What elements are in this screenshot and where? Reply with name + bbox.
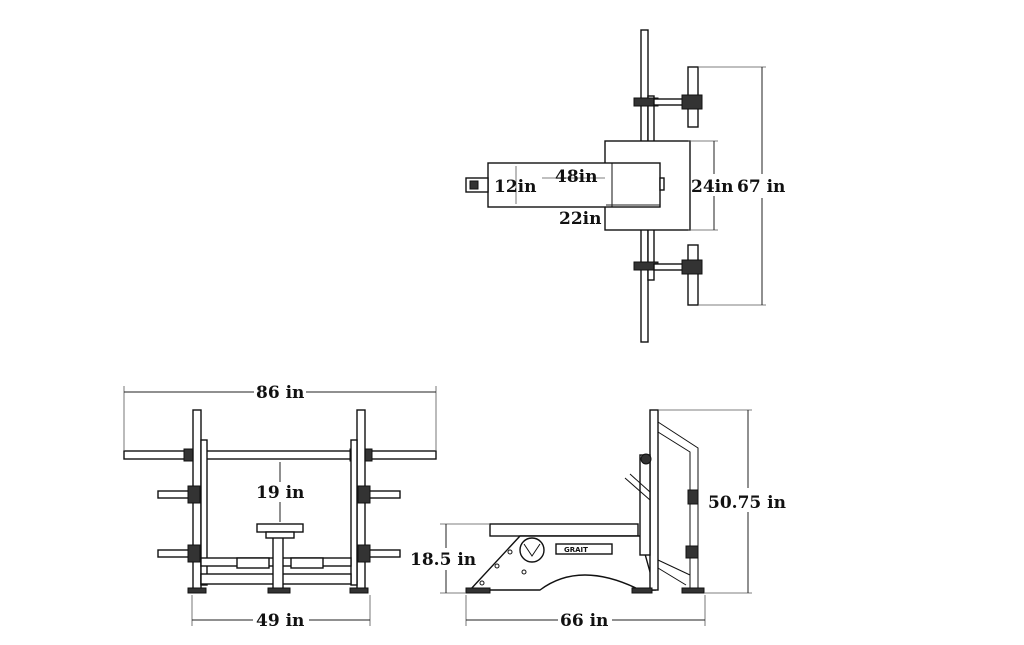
dim-base-width: 49 in (256, 611, 304, 631)
top-view: 12in 48in 22in 24in 67 in (465, 29, 785, 343)
top-bench-pad (487, 162, 661, 208)
side-bench-pad (489, 523, 639, 537)
dim-bench-height: 18.5 in (410, 550, 476, 570)
top-horn-lower-clip (681, 259, 703, 275)
side-logo-plate (555, 543, 613, 555)
dim-center-height: 19 in (256, 483, 304, 503)
dim-overall-width: 67 in (737, 177, 785, 197)
dim-total-height: 50.75 in (708, 493, 786, 513)
side-cage (657, 421, 699, 590)
dim-base-depth: 66 in (560, 611, 608, 631)
dim-rack-inner: 24in (691, 177, 733, 197)
top-horn-upper-clip (681, 94, 703, 110)
front-view: 86 in 19 in 49 in (123, 383, 437, 631)
dim-bar-length: 86 in (256, 383, 304, 403)
top-horn-lower-plate (687, 244, 699, 306)
side-upright (649, 409, 659, 591)
side-view: GRAIT 18.5 in 50.75 in 66 in (410, 409, 786, 631)
dim-seat-width: 22in (559, 209, 601, 229)
side-logo-text: GRAIT (564, 546, 588, 554)
front-center-column (272, 529, 284, 591)
dim-bench-width: 12in (494, 177, 536, 197)
side-knob (640, 453, 652, 465)
dim-bench-length: 48in (555, 167, 597, 187)
side-logo-emblem (519, 537, 545, 563)
front-seat (256, 523, 304, 533)
front-barbell (123, 450, 437, 460)
